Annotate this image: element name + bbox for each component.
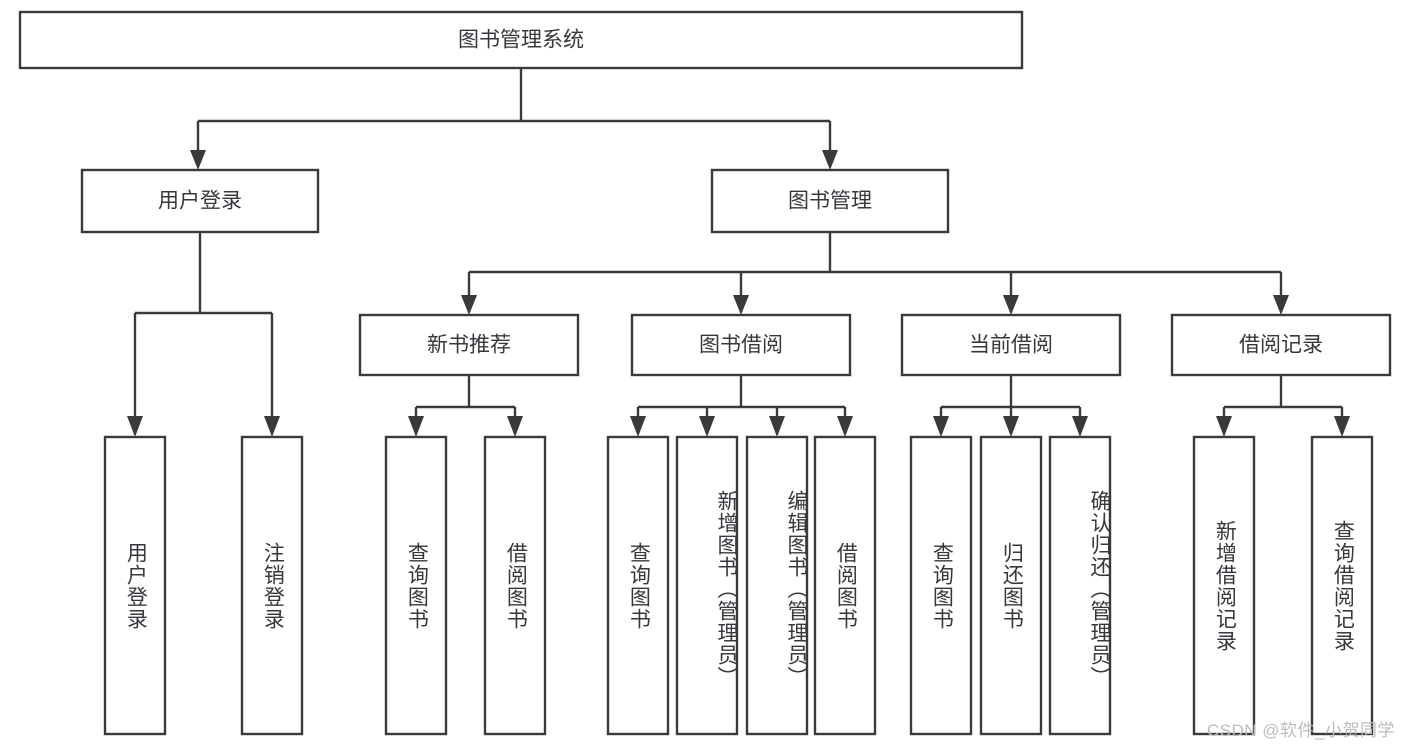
node-leaf-borrow-book-rec[interactable] — [483, 435, 547, 736]
connector-root-to-level1 — [190, 68, 838, 170]
node-leaf-logout[interactable] — [240, 435, 304, 736]
node-label-root-system: 图书管理系统 — [458, 29, 584, 52]
node-leaf-confirm-return[interactable] — [1048, 435, 1112, 736]
node-label-book-management: 图书管理 — [788, 190, 872, 213]
node-leaf-query-book-rec[interactable] — [384, 435, 448, 736]
node-label-current-borrow: 当前借阅 — [969, 334, 1053, 357]
node-label-borrow-record: 借阅记录 — [1239, 334, 1323, 357]
node-user-login[interactable]: 用户登录 — [80, 168, 320, 234]
csdn-watermark: CSDN @软件_小贺同学 — [1206, 721, 1395, 740]
connector-new-book-rec-to-leaves — [408, 375, 523, 437]
connector-current-borrow-to-leaves — [933, 375, 1088, 437]
connector-borrow-record-to-leaves — [1216, 375, 1350, 437]
node-new-book-recommend[interactable]: 新书推荐 — [358, 313, 580, 377]
node-label-book-borrow: 图书借阅 — [699, 334, 783, 357]
node-current-borrow[interactable]: 当前借阅 — [900, 313, 1122, 377]
node-borrow-record[interactable]: 借阅记录 — [1170, 313, 1392, 377]
node-book-management[interactable]: 图书管理 — [710, 168, 950, 234]
connector-book-borrow-to-leaves — [630, 375, 853, 437]
node-book-borrow[interactable]: 图书借阅 — [630, 313, 852, 377]
node-leaf-edit-book-admin[interactable] — [745, 435, 809, 736]
node-leaf-borrow-book-bor[interactable] — [813, 435, 877, 736]
node-leaf-add-book-admin[interactable] — [675, 435, 739, 736]
node-leaf-add-record[interactable] — [1192, 435, 1256, 736]
node-leaf-query-record[interactable] — [1310, 435, 1374, 736]
node-root-system[interactable]: 图书管理系统 — [18, 10, 1024, 70]
node-leaf-return-book[interactable] — [979, 435, 1043, 736]
node-label-new-book-recommend: 新书推荐 — [427, 334, 511, 357]
connector-book-mgmt-to-level2 — [461, 232, 1289, 315]
connector-user-login-to-leaves — [127, 232, 280, 437]
leaf-box-group — [103, 435, 1374, 736]
node-label-user-login: 用户登录 — [158, 190, 242, 213]
node-leaf-query-book-bor[interactable] — [606, 435, 670, 736]
node-leaf-query-book-cur[interactable] — [909, 435, 973, 736]
node-leaf-user-login[interactable] — [103, 435, 167, 736]
